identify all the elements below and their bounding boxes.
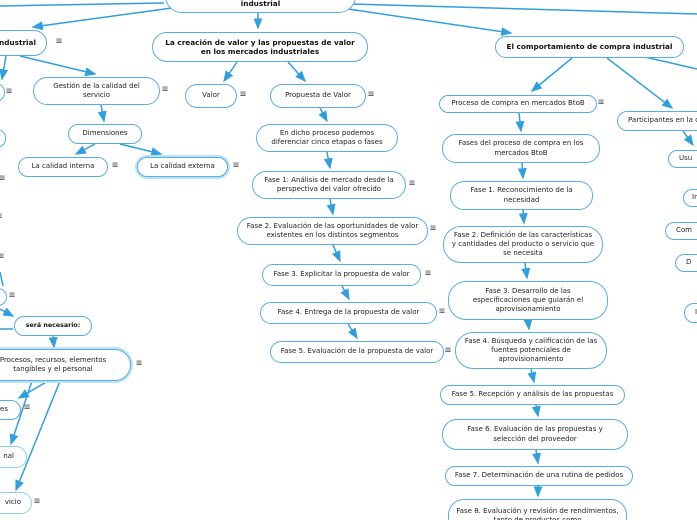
- node-creacion-valor[interactable]: La creación de valor y las propuestas de…: [152, 32, 368, 62]
- node-calidad-externa[interactable]: La calidad externa: [137, 157, 228, 177]
- node-fase2-evaluacion-oportunidades[interactable]: Fase 2. Evaluación de las oportunidades …: [237, 217, 428, 245]
- menu-icon[interactable]: ≡: [9, 290, 16, 301]
- menu-icon[interactable]: ≡: [368, 89, 375, 100]
- node-valor[interactable]: Valor: [185, 84, 237, 108]
- node-fase5-evaluacion-propuesta[interactable]: Fase 5. Evaluación de la propuesta de va…: [270, 341, 444, 363]
- node-propuesta-valor[interactable]: Propuesta de Valor: [270, 84, 366, 108]
- menu-icon[interactable]: ≡: [240, 89, 247, 100]
- menu-icon[interactable]: ≡: [56, 36, 63, 47]
- menu-icon[interactable]: ≡: [0, 251, 5, 262]
- node-comportamiento-compra[interactable]: El comportamiento de compra industrial: [495, 36, 684, 58]
- menu-icon[interactable]: ≡: [409, 178, 416, 189]
- node-decisores[interactable]: D: [675, 254, 697, 272]
- menu-icon[interactable]: ≡: [233, 160, 240, 171]
- menu-icon[interactable]: ≡: [0, 173, 6, 184]
- node-dimensiones[interactable]: Dimensiones: [68, 124, 142, 144]
- menu-icon[interactable]: ≡: [439, 306, 446, 317]
- node-fase2-definicion[interactable]: Fase 2. Definición de las característica…: [443, 226, 603, 263]
- node-marketing-industrial[interactable]: industrial: [165, 0, 356, 13]
- node-procesos-recursos[interactable]: Procesos, recursos, elementos tangibles …: [0, 349, 131, 381]
- menu-icon[interactable]: ≡: [112, 160, 119, 171]
- node-fase8-evaluacion-revision[interactable]: Fase 8. Evaluación y revisión de rendimi…: [448, 499, 627, 520]
- menu-icon[interactable]: ≡: [0, 212, 2, 222]
- node-fase4-busqueda[interactable]: Fase 4. Búsqueda y calificación de las f…: [455, 332, 607, 369]
- node-fase7-determinacion[interactable]: Fase 7. Determinación de una rutina de p…: [445, 466, 633, 486]
- node-proceso-compra-btob[interactable]: Proceso de compra en mercados BtoB: [439, 95, 597, 113]
- node-gestion-calidad[interactable]: Gestión de la calidad del servicio: [33, 77, 160, 105]
- menu-icon[interactable]: ≡: [24, 402, 31, 413]
- menu-icon[interactable]: ≡: [445, 345, 452, 356]
- node-influenciadores[interactable]: Influ: [683, 189, 697, 207]
- node-sera-necesario[interactable]: será necesario:: [14, 316, 92, 336]
- node-fragment-es[interactable]: es: [0, 400, 21, 420]
- node-en-dicho-proceso[interactable]: En dicho proceso podemos diferenciar cin…: [256, 124, 398, 152]
- node-fase5-recepcion[interactable]: Fase 5. Recepción y análisis de las prop…: [440, 385, 625, 405]
- node-industrial-left[interactable]: ndustrial: [0, 30, 47, 56]
- node-fase3-desarrollo[interactable]: Fase 3. Desarrollo de las especificacion…: [448, 281, 608, 320]
- menu-icon[interactable]: ≡: [425, 268, 432, 279]
- menu-icon[interactable]: ≡: [430, 223, 437, 234]
- node-calidad-interna[interactable]: La calidad interna: [18, 157, 108, 177]
- node-participantes[interactable]: Participantes en la c: [617, 111, 697, 131]
- node-participante-6[interactable]: I: [684, 303, 697, 323]
- menu-icon[interactable]: ≡: [34, 496, 41, 507]
- menu-icon[interactable]: ≡: [6, 86, 13, 97]
- node-fase6-evaluacion[interactable]: Fase 6. Evaluación de las propuestas y s…: [442, 419, 628, 450]
- node-fase4-entrega[interactable]: Fase 4. Entrega de la propuesta de valor: [260, 302, 437, 324]
- menu-icon[interactable]: ≡: [136, 358, 143, 369]
- node-fragment-vicio[interactable]: vicio: [0, 492, 32, 514]
- node-compradores[interactable]: Com: [665, 222, 697, 240]
- node-fragment-nal[interactable]: nal: [0, 446, 27, 468]
- node-usuarios[interactable]: Usu: [668, 150, 697, 168]
- node-fases-proceso-compra[interactable]: Fases del proceso de compra en los merca…: [442, 134, 600, 163]
- menu-icon[interactable]: ≡: [598, 97, 605, 108]
- node-fase3-explicitar[interactable]: Fase 3. Explicitar la propuesta de valor: [262, 264, 421, 286]
- node-fase1-analisis[interactable]: Fase 1: Análisis de mercado desde la per…: [252, 171, 406, 199]
- menu-icon[interactable]: ≡: [162, 84, 169, 95]
- node-fase1-reconocimiento[interactable]: Fase 1. Reconocimiento de la necesidad: [450, 181, 593, 210]
